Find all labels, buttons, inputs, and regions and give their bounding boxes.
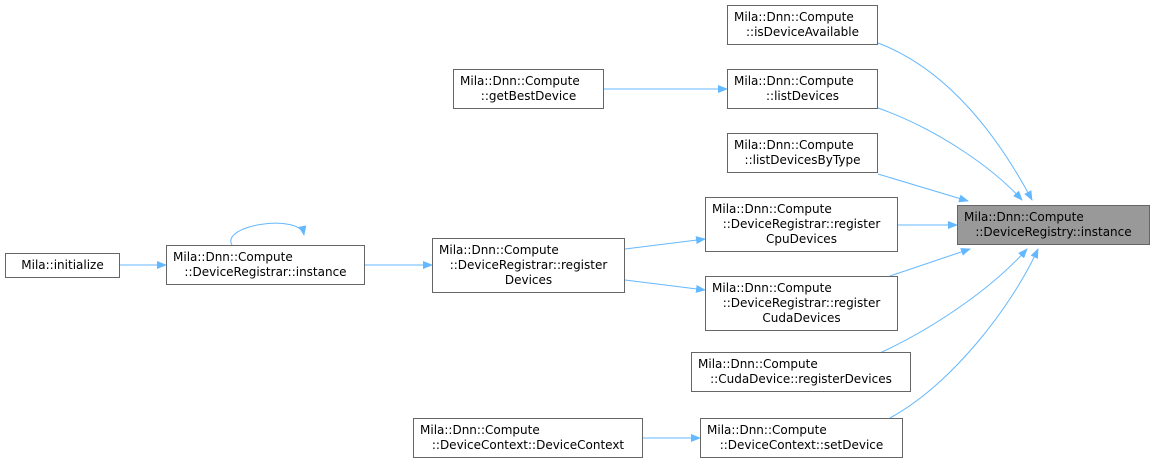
node-get-best-device[interactable]: Mila::Dnn::Compute ::getBestDevice [453,69,604,109]
node-label-line: Mila::Dnn::Compute [734,138,854,152]
node-initialize[interactable]: Mila::initialize [5,253,120,278]
node-label-line: ::getBestDevice [480,89,577,103]
node-register-cuda-devices[interactable]: Mila::Dnn::Compute ::DeviceRegistrar::re… [705,276,898,331]
node-label-line: Mila::Dnn::Compute [964,210,1084,224]
node-device-context-ctor[interactable]: Mila::Dnn::Compute ::DeviceContext::Devi… [413,418,643,458]
node-label-line: ::DeviceRegistrar::register [722,217,881,231]
edge-set-device-to-instance [889,248,1039,419]
node-list-devices[interactable]: Mila::Dnn::Compute ::listDevices [727,69,878,109]
node-label-line: ::DeviceRegistrar::register [449,258,608,272]
node-label-line: CudaDevices [762,311,841,325]
node-list-devices-by-type[interactable]: Mila::Dnn::Compute ::listDevicesByType [727,133,878,173]
node-label-line: Mila::Dnn::Compute [439,243,559,257]
node-label-line: ::DeviceContext::setDevice [719,438,884,452]
node-label-line: ::DeviceRegistrar::instance [184,265,347,279]
node-label-line: ::DeviceRegistry::instance [975,225,1132,239]
node-label-line: Mila::Dnn::Compute [734,74,854,88]
node-label-line: Mila::Dnn::Compute [707,423,827,437]
node-label-line: Mila::Dnn::Compute [712,281,832,295]
node-label-line: Mila::Dnn::Compute [698,357,818,371]
node-label-line: ::CudaDevice::registerDevices [710,372,892,386]
node-label-line: Mila::Dnn::Compute [712,202,832,216]
node-label-line: Mila::Dnn::Compute [734,10,854,24]
node-is-device-available[interactable]: Mila::Dnn::Compute ::isDeviceAvailable [727,5,878,45]
edge-register-devices-to-register-cuda [624,279,706,293]
node-label-line: Mila::Dnn::Compute [460,74,580,88]
edge-list-devices-to-instance [877,107,1023,201]
node-label-line: ::isDeviceAvailable [745,25,860,39]
node-label-line: ::DeviceContext::DeviceContext [431,438,625,452]
node-register-cpu-devices[interactable]: Mila::Dnn::Compute ::DeviceRegistrar::re… [705,197,898,252]
node-label-line: ::listDevicesByType [744,153,861,167]
node-label-line: Devices [504,273,553,287]
node-label-line: ::listDevices [765,89,839,103]
edge-register-devices-to-register-cpu [624,236,706,250]
edge-is-device-available-to-instance [877,42,1033,201]
node-cuda-register-devices[interactable]: Mila::Dnn::Compute ::CudaDevice::registe… [691,352,911,392]
edge-registrar-instance-self-loop [230,222,307,246]
node-label-line: Mila::initialize [21,258,104,272]
node-label-line: Mila::Dnn::Compute [420,423,540,437]
edge-register-cuda-to-instance [889,248,971,277]
node-registrar-instance[interactable]: Mila::Dnn::Compute ::DeviceRegistrar::in… [166,245,365,285]
edge-cuda-register-devices-to-instance [879,248,1028,354]
node-device-registry-instance[interactable]: Mila::Dnn::Compute ::DeviceRegistry::ins… [957,205,1150,245]
node-register-devices[interactable]: Mila::Dnn::Compute ::DeviceRegistrar::re… [432,238,625,293]
edge-list-devices-by-type-to-instance [877,173,969,203]
node-label-line: ::DeviceRegistrar::register [722,296,881,310]
node-set-device[interactable]: Mila::Dnn::Compute ::DeviceContext::setD… [700,418,903,458]
node-label-line: Mila::Dnn::Compute [173,250,293,264]
node-label-line: CpuDevices [766,232,837,246]
